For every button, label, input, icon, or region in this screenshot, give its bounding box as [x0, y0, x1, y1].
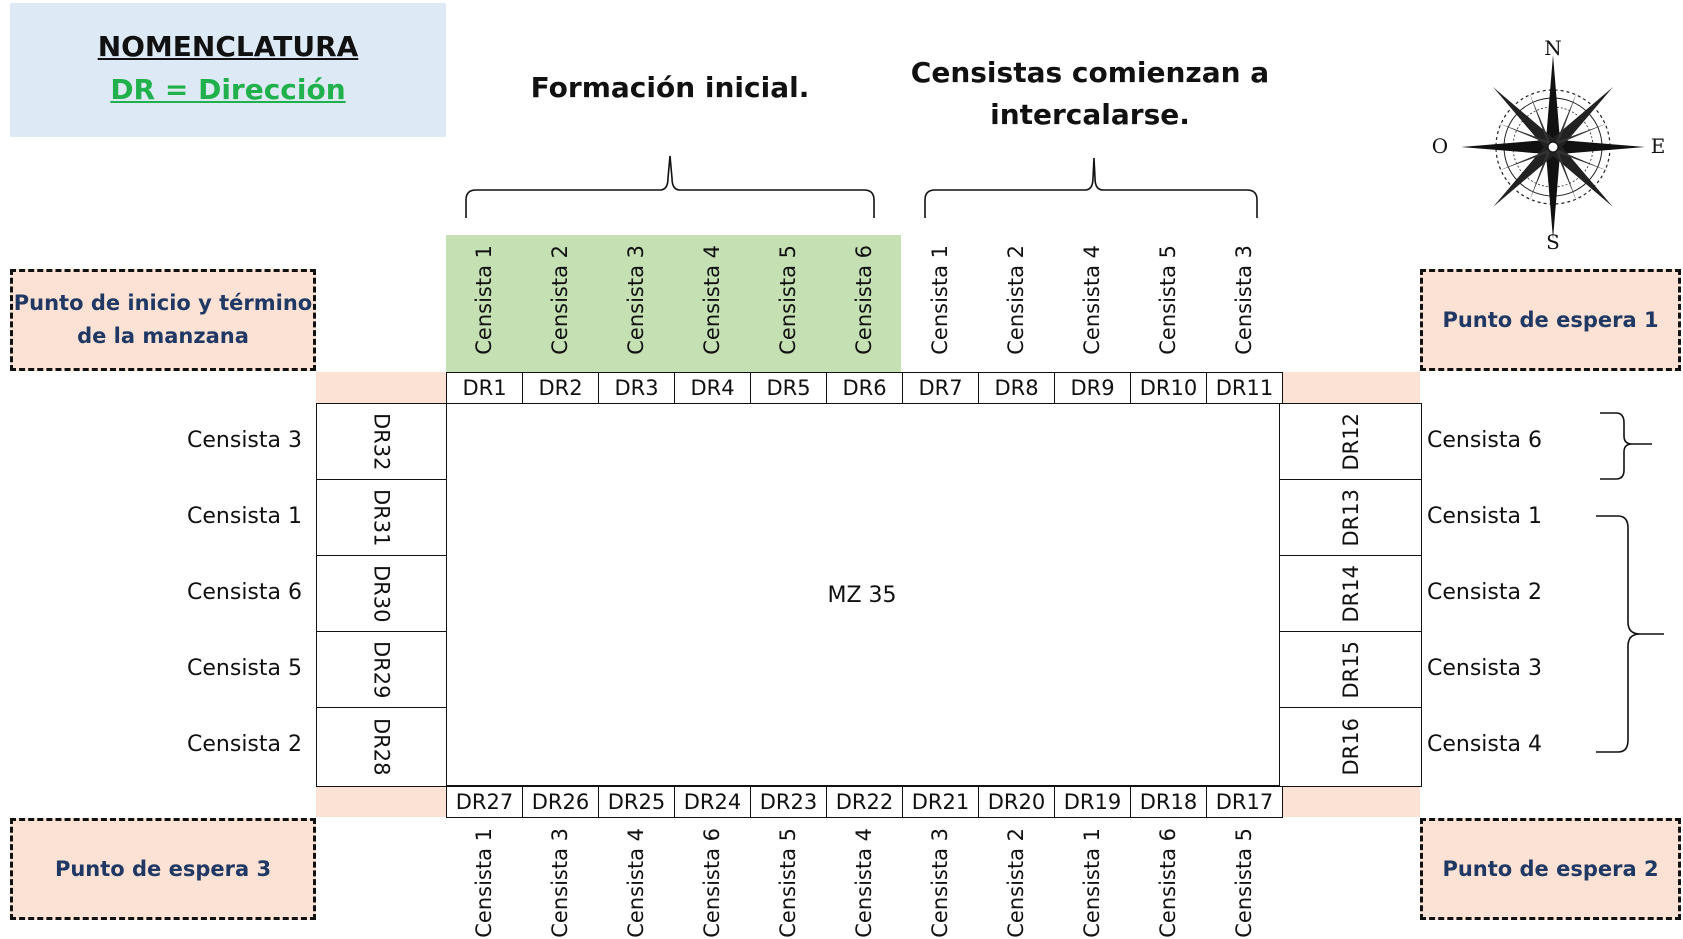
block-mz35: [446, 403, 1280, 786]
compass-s: S: [1546, 230, 1560, 254]
bottom-censista: Censista 3: [928, 828, 952, 938]
legend-title: NOMENCLATURA: [97, 30, 359, 63]
brace-right-large: [1596, 515, 1664, 753]
left-censista: Censista 5: [187, 656, 302, 681]
legend-box: [10, 3, 446, 137]
dr-cell: DR12: [1279, 403, 1422, 480]
top-censista: Censista 5: [1156, 245, 1180, 355]
dr-cell: DR23: [750, 786, 827, 818]
bottom-censista: Censista 6: [700, 828, 724, 938]
dr-cell: DR19: [1054, 786, 1131, 818]
top-censista: Censista 2: [1004, 245, 1028, 355]
dr-cell: DR5: [750, 372, 827, 404]
left-censista: Censista 2: [187, 732, 302, 757]
left-censista: Censista 3: [187, 428, 302, 453]
dr-cell: DR7: [902, 372, 979, 404]
heading-initial: Formación inicial.: [530, 71, 810, 104]
point-wait-3: Punto de espera 3: [10, 818, 316, 920]
brace-intercalate: [924, 157, 1258, 218]
top-censista: Censista 6: [852, 245, 876, 355]
point-wait-1: Punto de espera 1: [1420, 269, 1681, 371]
bottom-censista: Censista 3: [548, 828, 572, 938]
dr-cell: DR28: [316, 707, 447, 787]
top-censista: Censista 2: [548, 245, 572, 355]
dr-cell: DR21: [902, 786, 979, 818]
compass-rose-icon: [1461, 55, 1645, 239]
point-start: Punto de inicio y término de la manzana: [10, 269, 316, 371]
bottom-censista: Censista 4: [624, 828, 648, 938]
bottom-censista: Censista 1: [472, 828, 496, 938]
top-censista: Censista 3: [624, 245, 648, 355]
dr-cell: DR16: [1279, 707, 1422, 787]
dr-cell: DR6: [826, 372, 903, 404]
dr-cell: DR20: [978, 786, 1055, 818]
dr-cell: DR30: [316, 555, 447, 632]
compass-n: N: [1544, 36, 1562, 60]
dr-cell: DR29: [316, 631, 447, 708]
top-censista: Censista 4: [1080, 245, 1104, 355]
dr-cell: DR14: [1279, 555, 1422, 632]
dr-cell: DR15: [1279, 631, 1422, 708]
point-wait-2: Punto de espera 2: [1420, 818, 1681, 920]
right-censista: Censista 4: [1427, 732, 1542, 757]
initial-formation-area: [446, 235, 901, 372]
right-censista: Censista 3: [1427, 656, 1542, 681]
top-censista: Censista 1: [928, 245, 952, 355]
compass-e: E: [1650, 134, 1666, 158]
dr-cell: DR27: [446, 786, 523, 818]
bottom-censista: Censista 5: [1232, 828, 1256, 938]
dr-cell: DR32: [316, 403, 447, 480]
right-censista: Censista 2: [1427, 580, 1542, 605]
bottom-censista: Censista 4: [852, 828, 876, 938]
dr-cell: DR10: [1130, 372, 1207, 404]
left-censista: Censista 6: [187, 580, 302, 605]
dr-cell: DR3: [598, 372, 675, 404]
bottom-censista: Censista 6: [1156, 828, 1180, 938]
dr-cell: DR18: [1130, 786, 1207, 818]
top-censista: Censista 3: [1232, 245, 1256, 355]
right-censista: Censista 6: [1427, 428, 1542, 453]
left-censista: Censista 1: [187, 504, 302, 529]
dr-cell: DR13: [1279, 479, 1422, 556]
right-censista: Censista 1: [1427, 504, 1542, 529]
dr-cell: DR4: [674, 372, 751, 404]
dr-cell: DR9: [1054, 372, 1131, 404]
top-censista: Censista 1: [472, 245, 496, 355]
dr-cell: DR11: [1206, 372, 1283, 404]
dr-cell: DR8: [978, 372, 1055, 404]
compass-o: O: [1431, 134, 1449, 158]
dr-cell: DR26: [522, 786, 599, 818]
block-label: MZ 35: [827, 582, 897, 608]
top-censista: Censista 4: [700, 245, 724, 355]
dr-cell: DR31: [316, 479, 447, 556]
heading-intercalate: Censistas comienzan a intercalarse.: [910, 56, 1270, 131]
legend-subtitle: DR = Dirección: [110, 73, 346, 106]
dr-cell: DR25: [598, 786, 675, 818]
bottom-censista: Censista 5: [776, 828, 800, 938]
dr-cell: DR1: [446, 372, 523, 404]
dr-cell: DR22: [826, 786, 903, 818]
top-censista: Censista 5: [776, 245, 800, 355]
dr-cell: DR24: [674, 786, 751, 818]
brace-right-small: [1600, 412, 1652, 480]
bottom-censista: Censista 1: [1080, 828, 1104, 938]
bottom-censista: Censista 2: [1004, 828, 1028, 938]
brace-initial: [465, 155, 875, 218]
dr-cell: DR17: [1206, 786, 1283, 818]
dr-cell: DR2: [522, 372, 599, 404]
